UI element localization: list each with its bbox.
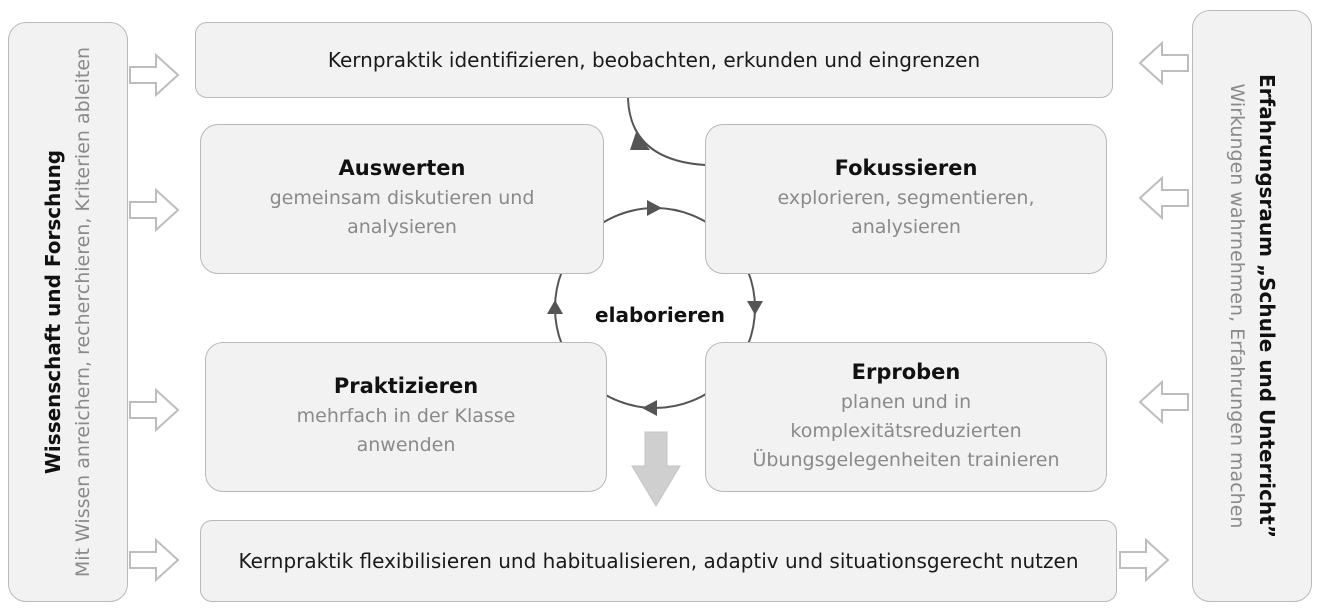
phase-erproben: Erproben planen und in komplexitätsreduz… [705,342,1107,492]
top-bar: Kernpraktik identifizieren, beobachten, … [195,22,1113,98]
left-panel-text: Wissenschaft und Forschung Mit Wissen an… [38,32,98,592]
arrow-left-upper [129,189,179,231]
arrow-left-bottom [129,539,179,581]
phase-praktizieren: Praktizieren mehrfach in der Klasse anwe… [205,342,607,492]
right-panel-subtitle: Wirkungen wahrnehmen, Erfahrungen machen [1226,83,1248,529]
cycle-arrow-bottom [642,400,657,416]
phase-fokussieren: Fokussieren explorieren, segmentieren, a… [705,124,1107,274]
cycle-arrow-right [747,301,763,315]
phase-erproben-subtitle: planen und in komplexitätsreduzierten Üb… [752,390,1060,471]
left-panel-subtitle: Mit Wissen anreichern, recherchieren, Kr… [72,46,94,578]
arrow-left-lower [129,389,179,431]
bottom-bar: Kernpraktik flexibilisieren und habitual… [200,520,1117,602]
phase-auswerten-title: Auswerten [338,156,466,180]
right-panel-title: Erfahrungsraum „Schule und Unterricht” [1255,74,1279,538]
phase-erproben-title: Erproben [851,359,961,384]
cycle-arrow-left [547,300,563,314]
arrow-right-top [1139,42,1189,84]
cycle-label: elaborieren [595,303,725,327]
phase-praktizieren-title: Praktizieren [333,374,479,398]
cycle-arrow-top [647,200,662,216]
phase-auswerten: Auswerten gemeinsam diskutieren und anal… [200,124,604,274]
phase-praktizieren-subtitle: mehrfach in der Klasse anwenden [296,405,516,456]
left-panel: Wissenschaft und Forschung Mit Wissen an… [8,22,128,602]
curve-arrowhead [630,132,650,150]
down-arrow-icon [631,431,681,507]
curve-top-to-fokussieren [627,97,706,166]
right-panel-text: Erfahrungsraum „Schule und Unterricht” W… [1222,26,1282,586]
phase-auswerten-subtitle: gemeinsam diskutieren und analysieren [269,187,535,238]
left-panel-title: Wissenschaft und Forschung [41,149,65,475]
arrow-right-lower [1139,381,1189,423]
top-bar-text: Kernpraktik identifizieren, beobachten, … [327,48,981,72]
arrow-right-upper [1139,177,1189,219]
right-panel: Erfahrungsraum „Schule und Unterricht” W… [1192,10,1312,602]
bottom-bar-text: Kernpraktik flexibilisieren und habitual… [238,549,1079,573]
arrow-bottom-to-right [1119,539,1169,581]
phase-fokussieren-subtitle: explorieren, segmentieren, analysieren [777,187,1035,238]
phase-fokussieren-title: Fokussieren [834,156,978,180]
arrow-left-top [129,54,179,96]
